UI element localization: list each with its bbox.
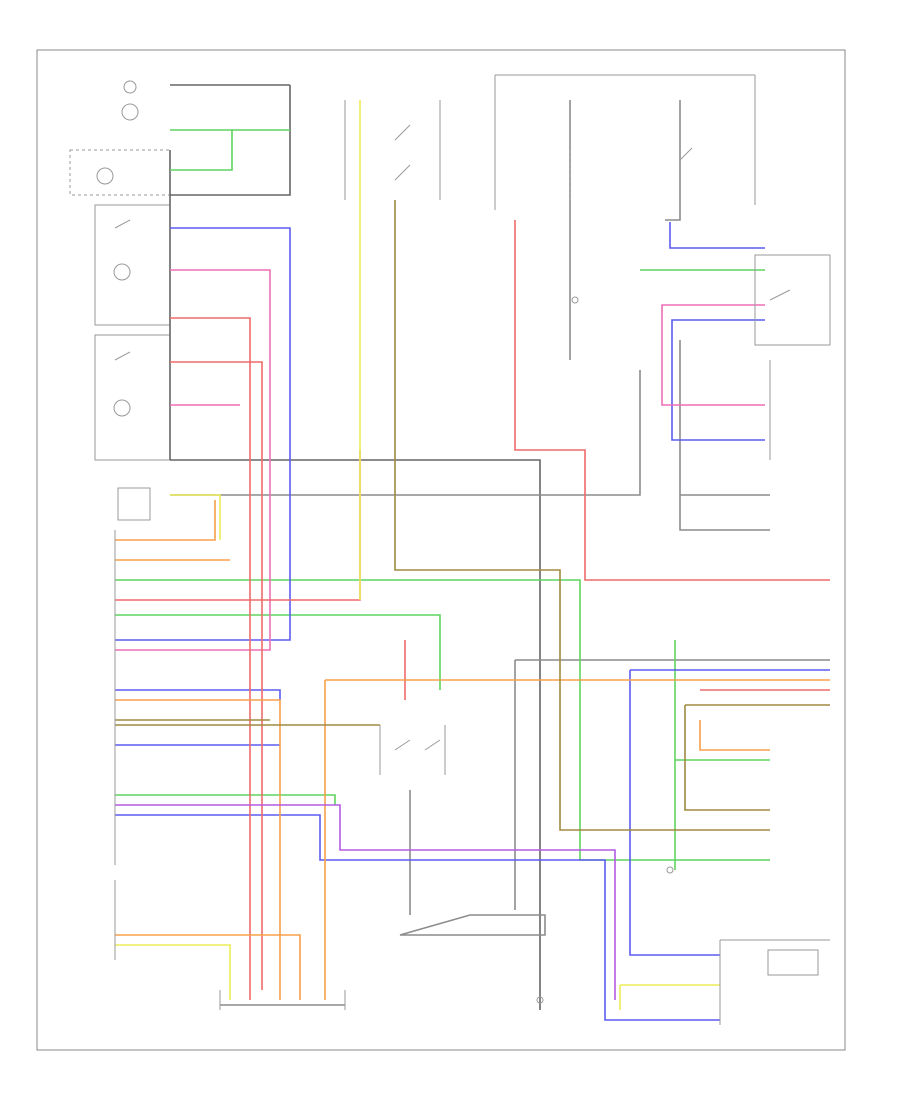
motor-icon [113, 399, 131, 417]
wire-red [115, 450, 361, 601]
wire-blue [669, 222, 765, 249]
switch-icon [394, 739, 411, 751]
wire-red [514, 220, 830, 581]
switch-icon [769, 289, 791, 301]
switch-icon [424, 739, 441, 751]
diagram-frame [36, 49, 846, 1051]
ground-icon [536, 996, 544, 1004]
compressor-area [536, 866, 830, 1025]
relay-icon [571, 296, 579, 304]
switch-panel-group [69, 80, 171, 521]
wire-red [170, 361, 263, 990]
switch-icon [394, 124, 411, 141]
wire-pink [661, 304, 765, 406]
switch-icon [114, 219, 131, 229]
wire-red [170, 317, 251, 1000]
wire-orange [699, 720, 770, 751]
relay-icon [117, 487, 151, 521]
bottom-connector [219, 990, 346, 1010]
wire-blue [629, 670, 720, 956]
wire-blue [671, 319, 765, 441]
wire-blue [115, 227, 291, 641]
wire-green [115, 614, 441, 690]
wire-yellow [115, 944, 231, 1000]
right-switch-box [754, 254, 831, 460]
switch-icon [679, 147, 693, 161]
wire-orange [115, 500, 216, 541]
lamp-icon [123, 80, 137, 94]
wire-blue [115, 814, 720, 1021]
bus-lines [169, 84, 830, 1010]
wire-orange [115, 934, 301, 1000]
wire-blue [115, 689, 281, 700]
switch-housing [69, 149, 171, 196]
ground-icon [666, 866, 674, 874]
wire-yellow [170, 494, 221, 540]
wire-orange [115, 699, 281, 1000]
switch-housing [94, 204, 171, 326]
module-icon [767, 949, 819, 976]
wire-pink [115, 269, 271, 651]
wire-olive [684, 705, 770, 811]
wire-olive [394, 200, 770, 831]
switch-icon [394, 164, 411, 181]
center-switch [379, 725, 446, 775]
wire-green [115, 794, 336, 805]
lamp-icon [121, 103, 139, 121]
switch-housing [94, 334, 171, 461]
wire-green [170, 129, 233, 171]
relay-group-center [344, 74, 756, 304]
lamp-icon [96, 167, 114, 185]
motor-icon [113, 263, 131, 281]
switch-icon [114, 351, 131, 361]
wire-violet [115, 804, 616, 1000]
